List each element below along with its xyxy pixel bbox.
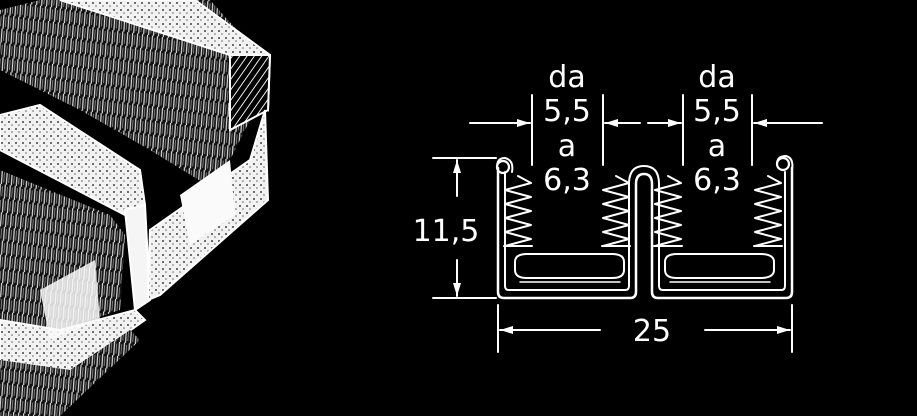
curl-right [776, 155, 794, 171]
profile-outer [496, 166, 794, 300]
a-right-value: 6,3 [693, 163, 741, 198]
cross-section-drawing: 25 11,5 da 5,5 a 6,3 da 5,5 a 6,3 [413, 60, 823, 353]
a-left-label: a [558, 129, 576, 164]
curl-left [496, 157, 514, 173]
brush-upper [0, 0, 255, 190]
a-right-label: a [708, 129, 726, 164]
da-left-value: 5,5 [543, 94, 591, 129]
spring-right-inner [654, 175, 682, 247]
da-right-value: 5,5 [693, 94, 741, 129]
plate-right [664, 253, 775, 279]
da-left-label: da [548, 60, 585, 95]
width-label: 25 [633, 314, 671, 349]
profile-inner [504, 165, 786, 291]
highlight-patch [40, 260, 100, 340]
da-right-label: da [698, 60, 735, 95]
spring-left-inner [602, 175, 630, 247]
plate-left [514, 253, 625, 279]
a-left-value: 6,3 [543, 163, 591, 198]
rolled-edge-left [495, 159, 511, 175]
bottom-fiber [0, 330, 140, 416]
highlight-patch [180, 160, 235, 245]
top-rail-edge [229, 54, 272, 132]
springs [503, 175, 783, 247]
height-label: 11,5 [413, 214, 480, 249]
spring-right-outer [754, 175, 782, 247]
perspective-illustration [0, 0, 272, 416]
spring-left-outer [504, 175, 532, 247]
center-channel [123, 203, 152, 312]
